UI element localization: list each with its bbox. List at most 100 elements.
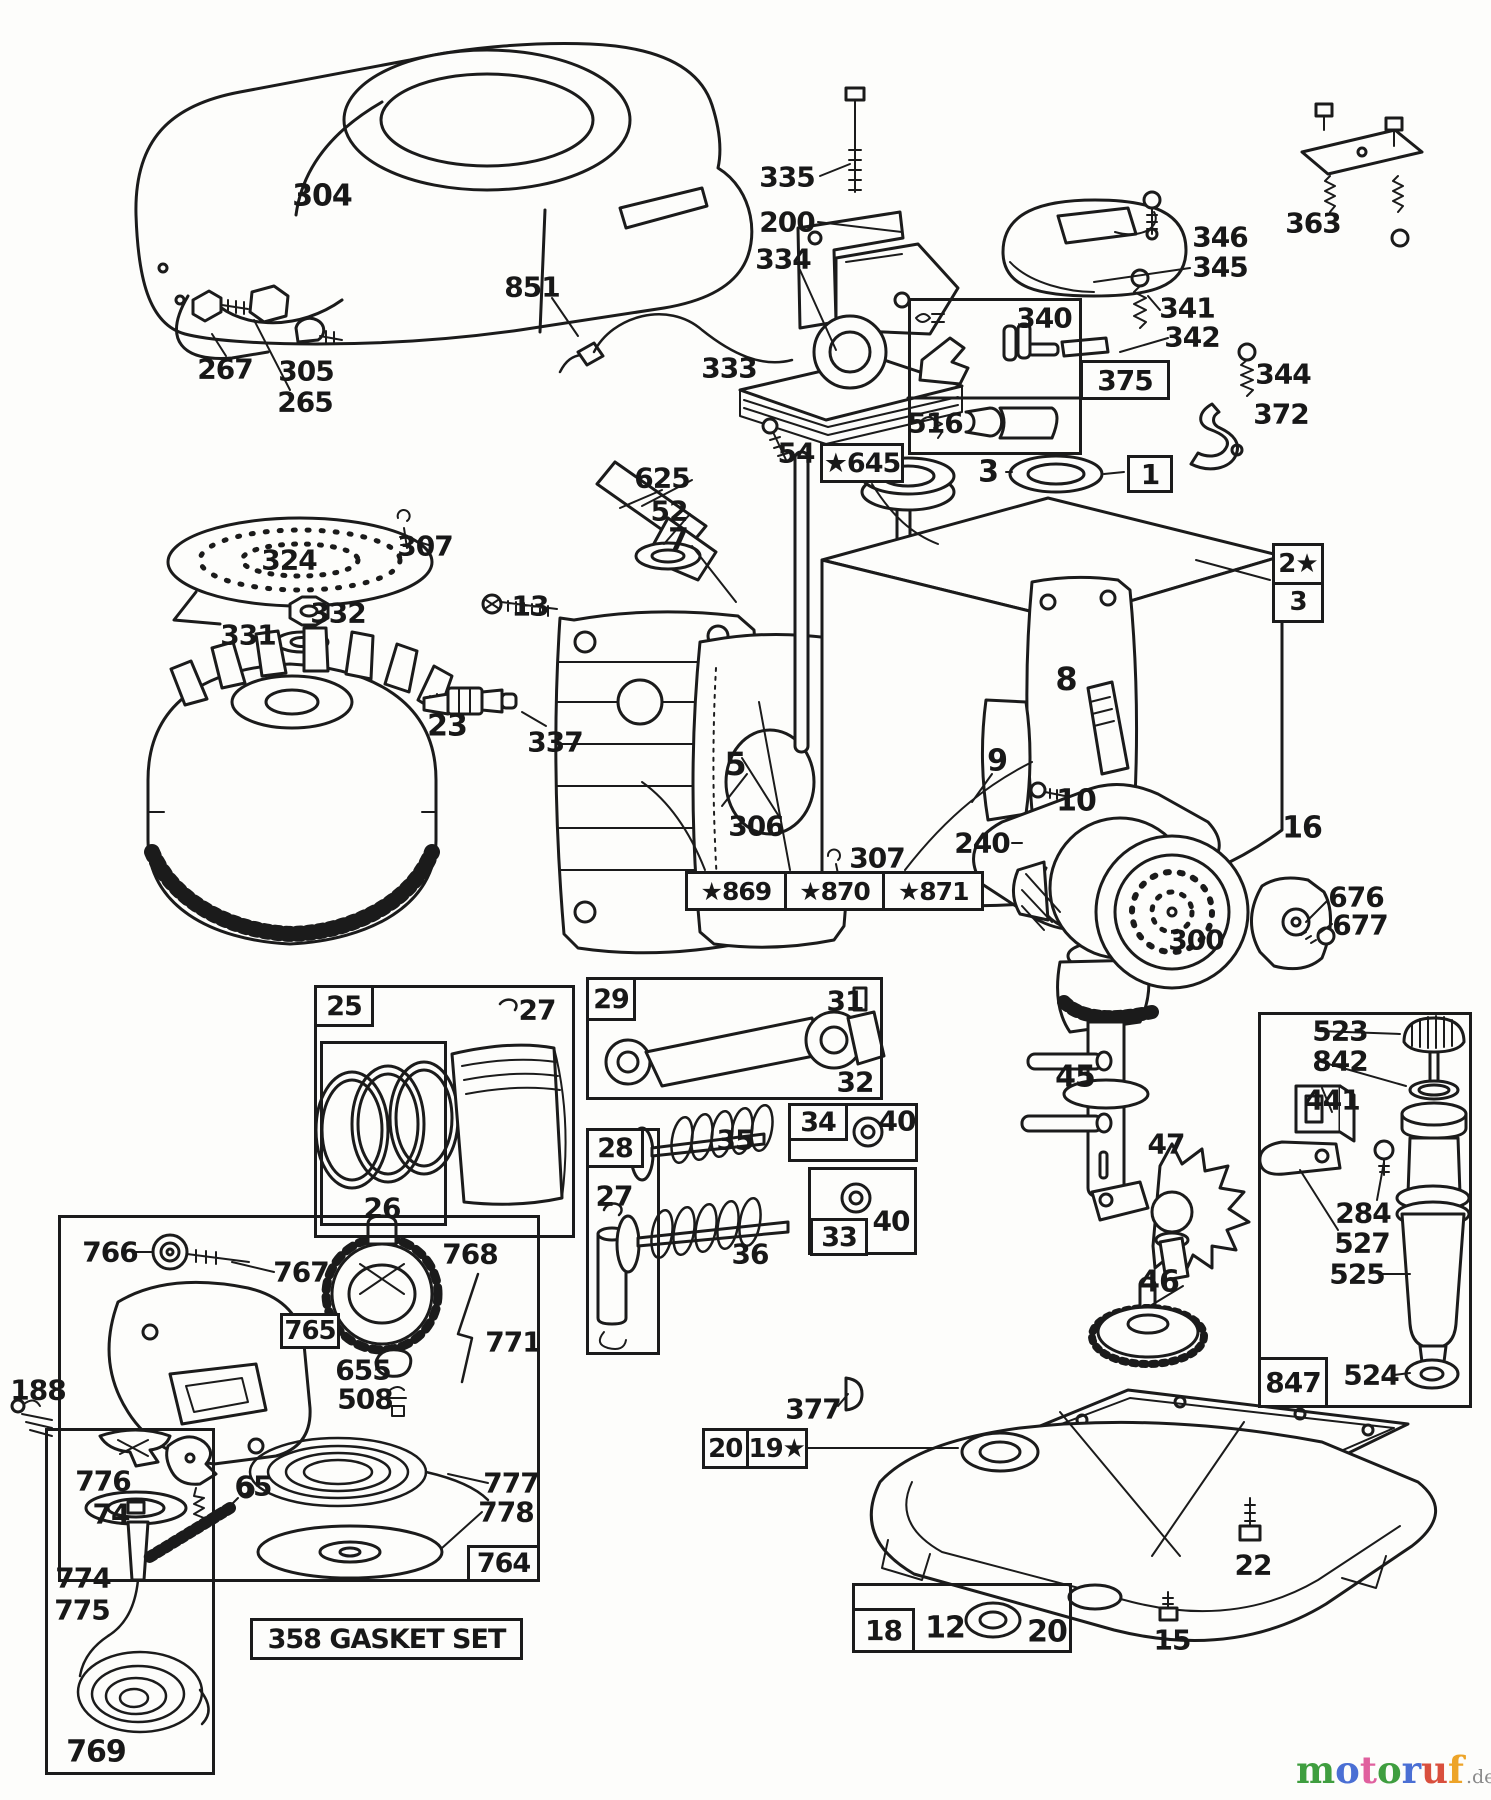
ref-box-cell-cell-18-0: 18 — [865, 1614, 903, 1647]
part-label-842: 842 — [1312, 1044, 1368, 1078]
part-label-307b: 307 — [849, 841, 905, 875]
logo-letter-3: o — [1376, 1748, 1402, 1792]
outline-group-oil-fill — [1258, 1012, 1472, 1408]
ref-box-cell-star-869-870-871-1: ★870 — [787, 874, 886, 908]
ref-box-cell-cell-764-0: 764 — [476, 1548, 531, 1579]
ref-box-cell-star-645-0: ★645 — [823, 447, 902, 479]
part-label-524: 524 — [1343, 1358, 1399, 1392]
ref-box-cell-cell-25-0: 25 — [326, 990, 363, 1022]
part-label-188: 188 — [10, 1373, 66, 1407]
part-label-332: 332 — [310, 596, 366, 630]
ref-box-cell-cell-29-0: 29 — [593, 983, 630, 1015]
part-label-31: 31 — [826, 984, 865, 1018]
ref-box-cell-28: 28 — [586, 1128, 644, 1168]
ref-box-cell-box-1-0: 1 — [1140, 457, 1160, 491]
ref-box-box-gasket-set: 358 GASKET SET — [250, 1618, 523, 1660]
ref-box-star-869-870-871: ★869★870★871 — [685, 871, 984, 911]
part-label-35: 35 — [716, 1123, 755, 1157]
part-label-372: 372 — [1253, 397, 1309, 431]
part-label-525: 525 — [1329, 1257, 1385, 1291]
ref-box-box-1: 1 — [1127, 455, 1173, 493]
part-label-65: 65 — [234, 1469, 273, 1503]
part-label-16: 16 — [1282, 810, 1323, 846]
ref-box-cell-cell-33-0: 33 — [821, 1221, 858, 1253]
ref-box-cell-764: 764 — [467, 1545, 540, 1582]
part-label-363: 363 — [1285, 206, 1341, 240]
logo-letter-4: r — [1401, 1748, 1422, 1792]
part-label-306: 306 — [728, 809, 784, 843]
part-label-441: 441 — [1304, 1083, 1360, 1117]
part-label-200: 200 — [759, 205, 815, 239]
outline-group-piston — [314, 985, 575, 1238]
part-label-240: 240 — [954, 826, 1010, 860]
part-label-775: 775 — [54, 1593, 110, 1627]
part-label-516: 516 — [907, 406, 963, 440]
part-label-22: 22 — [1234, 1548, 1273, 1582]
part-label-345: 345 — [1192, 250, 1248, 284]
part-label-10: 10 — [1056, 783, 1097, 819]
ref-box-cell-29: 29 — [586, 977, 636, 1021]
part-label-300: 300 — [1168, 923, 1224, 957]
ref-box-cell-box-gasket-set-0: 358 GASKET SET — [267, 1623, 507, 1655]
ref-box-star-645: ★645 — [820, 443, 904, 483]
ref-box-cell-cell-847-0: 847 — [1265, 1366, 1321, 1399]
logo-letter-1: o — [1335, 1748, 1360, 1792]
part-label-8: 8 — [1055, 660, 1077, 698]
part-label-265: 265 — [277, 385, 333, 419]
ref-box-cell-star-869-870-871-2: ★871 — [897, 876, 970, 906]
logo-letter-5: u — [1421, 1748, 1449, 1792]
logo-letter-6: f — [1448, 1748, 1464, 1792]
ref-box-cell-cell-765-0: 765 — [284, 1316, 336, 1346]
part-label-334: 334 — [755, 242, 811, 276]
part-label-677: 677 — [1332, 908, 1388, 942]
part-label-40b: 40 — [872, 1204, 911, 1238]
ref-box-cell-34: 34 — [788, 1103, 848, 1141]
part-label-527: 527 — [1334, 1226, 1390, 1260]
part-label-284: 284 — [1335, 1196, 1391, 1230]
ref-box-cell-box-375-0: 375 — [1097, 363, 1153, 397]
part-label-335: 335 — [759, 160, 815, 194]
logo-letter-2: t — [1359, 1748, 1377, 1792]
part-label-766: 766 — [82, 1235, 138, 1269]
part-label-36: 36 — [731, 1237, 770, 1271]
part-label-3a: 3 — [978, 454, 999, 490]
ref-box-box-375: 375 — [1080, 360, 1170, 400]
ref-box-cell-cell-34-0: 34 — [800, 1106, 837, 1138]
part-label-333: 333 — [701, 351, 757, 385]
part-label-331: 331 — [220, 618, 276, 652]
part-label-676: 676 — [1328, 880, 1384, 914]
ref-box-box-2-3: 2★3 — [1272, 543, 1324, 623]
outline-group-rings — [320, 1041, 447, 1226]
part-label-304: 304 — [292, 178, 353, 214]
part-label-655: 655 — [335, 1353, 391, 1387]
part-label-52: 52 — [650, 494, 689, 528]
ref-box-cell-25: 25 — [314, 985, 374, 1027]
part-label-45: 45 — [1055, 1059, 1096, 1095]
part-label-768: 768 — [442, 1237, 498, 1271]
part-label-767: 767 — [273, 1255, 329, 1289]
part-label-769: 769 — [66, 1734, 127, 1770]
part-label-40a: 40 — [878, 1104, 917, 1138]
motoruf-logo[interactable]: motoruf .de — [1296, 1752, 1491, 1789]
part-label-777: 777 — [483, 1466, 539, 1500]
logo-domain-suffix: .de — [1465, 1766, 1491, 1788]
part-label-267: 267 — [197, 352, 253, 386]
part-label-508: 508 — [337, 1382, 393, 1416]
ref-box-cell-765: 765 — [280, 1313, 340, 1349]
part-label-771: 771 — [485, 1325, 541, 1359]
logo-letter-0: m — [1296, 1748, 1336, 1792]
part-label-377: 377 — [785, 1392, 841, 1426]
part-label-774: 774 — [55, 1561, 111, 1595]
part-label-851: 851 — [504, 270, 560, 304]
part-label-13: 13 — [511, 589, 550, 623]
ref-box-cell-box-2-3-0: 2★ — [1275, 546, 1321, 585]
ref-box-cell-box-20-19-1: 19★ — [748, 1433, 806, 1464]
part-label-7: 7 — [668, 522, 689, 558]
part-label-27b: 27 — [595, 1179, 634, 1213]
motoruf-logo-word: motoruf — [1296, 1752, 1464, 1789]
part-label-5: 5 — [724, 745, 746, 783]
outline-group-clutch — [45, 1428, 215, 1775]
